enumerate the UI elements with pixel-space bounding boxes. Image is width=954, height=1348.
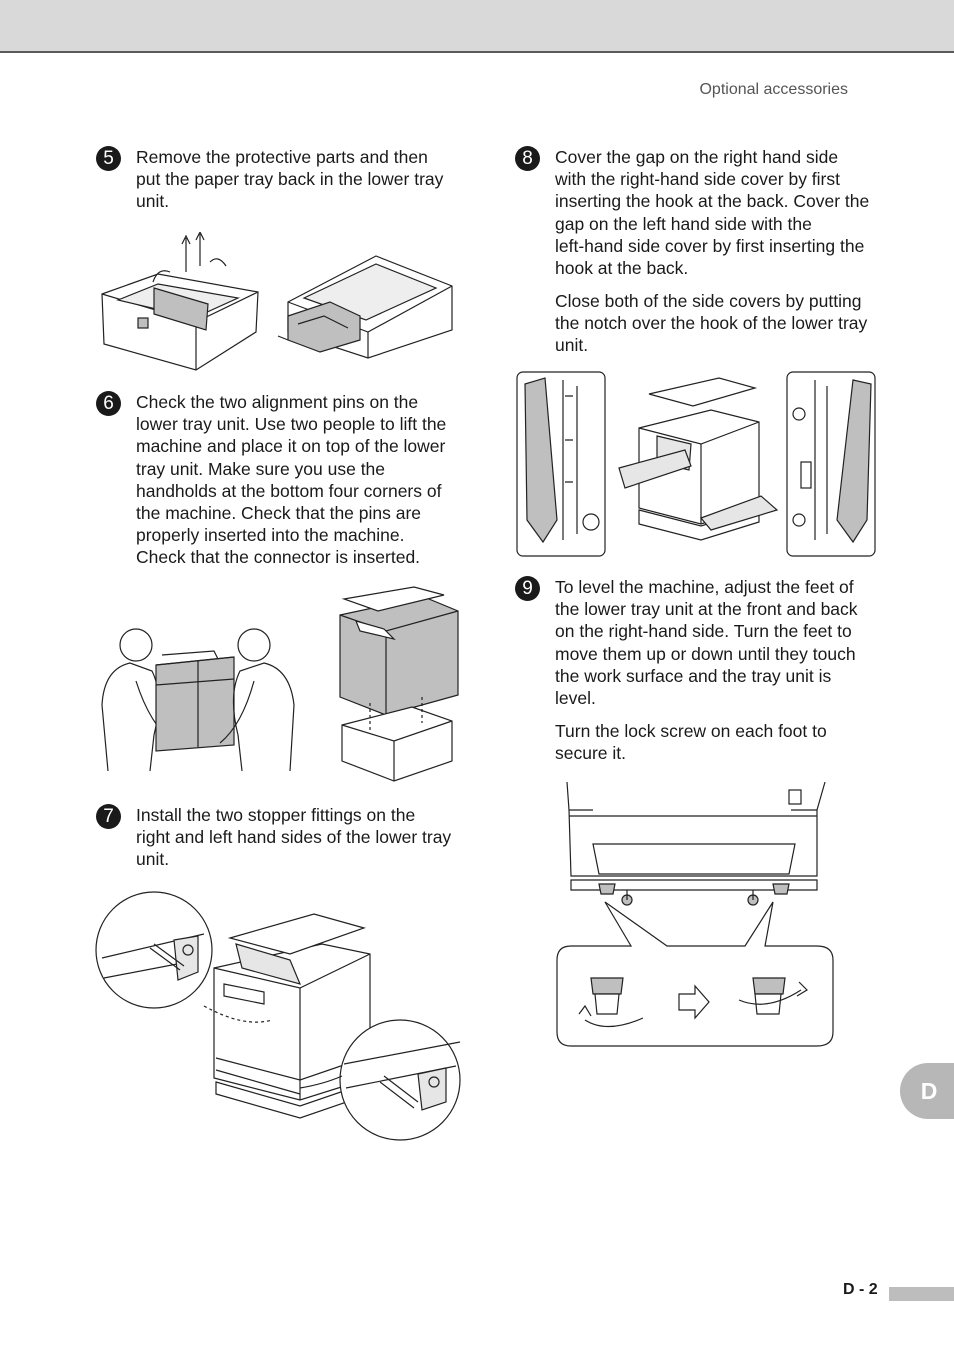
step-number: 5 [96,146,121,171]
lifting-machine-illustration [94,585,464,785]
step-6: 6 Check the two alignment pins on the lo… [96,391,476,571]
side-covers-illustration [515,370,877,560]
step-text: Check the two alignment pins on the lowe… [136,392,447,568]
step-text-secondary: Close both of the side covers by putting… [555,291,868,356]
step-number: 9 [515,576,540,601]
step-text: Cover the gap on the right hand side wit… [555,147,870,279]
top-header-band [0,0,954,53]
step-7: 7 Install the two stopper fittings on th… [96,804,476,879]
step-text-secondary: Turn the lock screw on each foot to secu… [555,721,827,764]
chapter-tab: D [900,1063,954,1119]
step-9: 9 To level the machine, adjust the feet … [515,576,895,766]
paper-tray-illustration [98,232,458,377]
footer-bar [889,1287,954,1301]
leveling-feet-illustration [555,780,837,1050]
step-text: Install the two stopper fittings on the … [136,805,452,870]
step-number: 8 [515,146,540,171]
step-number: 7 [96,804,121,829]
step-8: 8 Cover the gap on the right hand side w… [515,146,895,355]
section-title: Optional accessories [699,81,848,98]
step-text: Remove the protective parts and then put… [136,147,444,212]
step-number: 6 [96,391,121,416]
page-number: D - 2 [843,1281,878,1298]
stopper-fittings-illustration [94,888,464,1148]
step-text: To level the machine, adjust the feet of… [555,577,858,709]
step-5: 5 Remove the protective parts and then p… [96,146,476,221]
